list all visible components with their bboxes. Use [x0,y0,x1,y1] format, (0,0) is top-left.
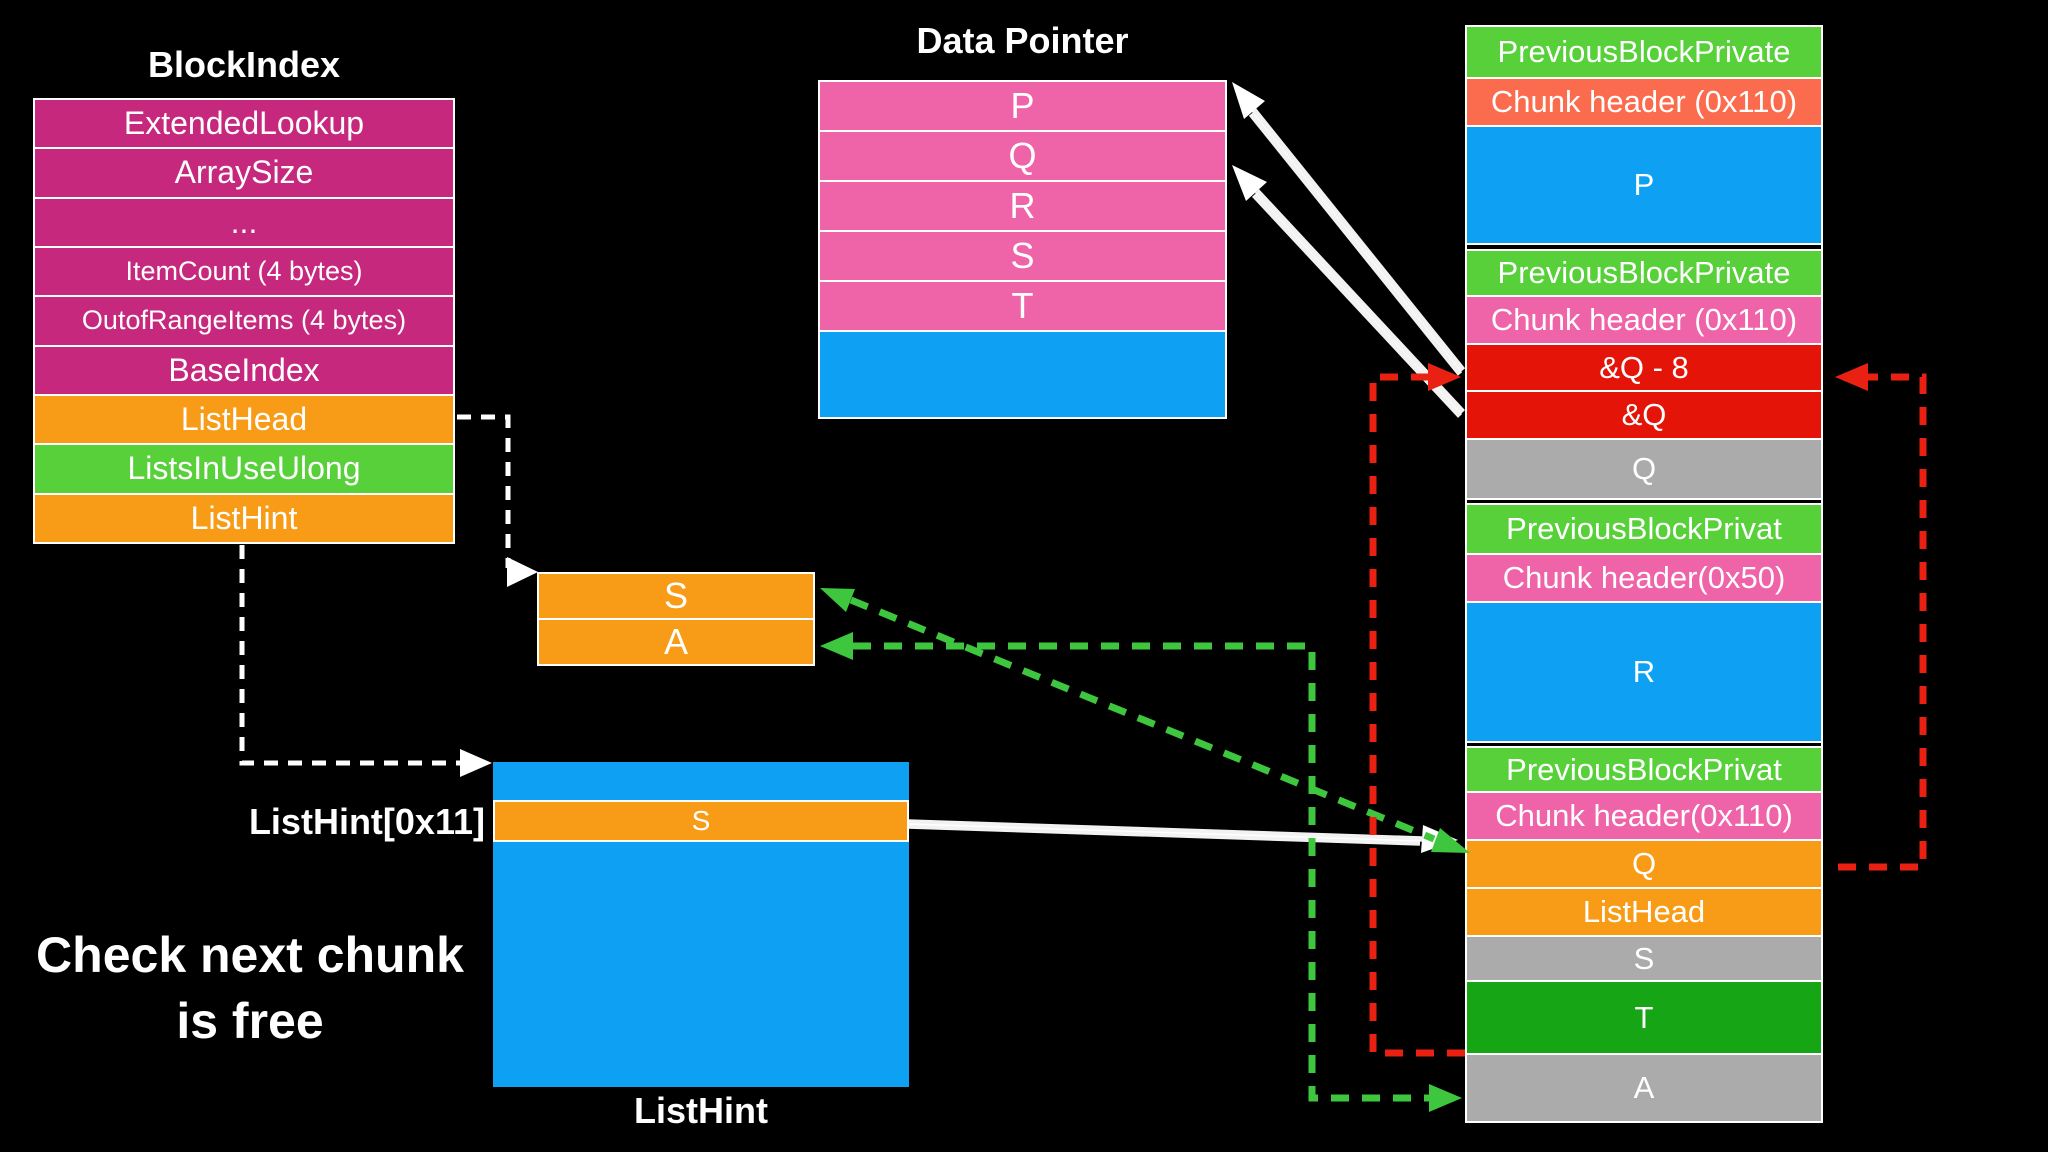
annotation-line-2: is free [176,993,324,1049]
blockindex-row-listhint: ListHint [35,494,453,542]
heap-chunk-row-t: T [1467,982,1821,1055]
heap-chunk-row-chunk-header-0x110-: Chunk header (0x110) [1467,297,1821,345]
heap-chunk-row-previousblockprivat: PreviousBlockPrivat [1467,503,1821,555]
listhint-caption: ListHint [634,1090,768,1131]
listhint-slot-s: S [493,800,909,842]
freelist-row-s: S [539,574,813,620]
heap-chunk-row-p: P [1467,127,1821,245]
data-pointer-row-p: P [820,82,1225,132]
blockindex-row--: ... [35,198,453,248]
arrow-qminus8-to-p-pointer [1232,82,1466,376]
freelist-row-a: A [539,620,813,664]
annotation-text: Check next chunk is free [10,922,490,1054]
blockindex-row-outofrangeitems-4-bytes-: OutofRangeItems (4 bytes) [35,297,453,347]
arrow-slot-s-to-heap-q [907,819,1458,853]
heap-chunk-row-q: Q [1467,841,1821,889]
heap-chunk-row--q-8: &Q - 8 [1467,345,1821,392]
heap-chunk-row-r: R [1467,603,1821,743]
heap-chunk-row-a: A [1467,1055,1821,1121]
heap-chunk-row-previousblockprivate: PreviousBlockPrivate [1467,249,1821,297]
data-pointer-title: Data Pointer [916,20,1129,61]
heap-chunk-row-chunk-header-0x110-: Chunk header(0x110) [1467,793,1821,841]
arrow-green-s-to-heap-q [820,588,1470,853]
heap-chunk-row-chunk-header-0x50-: Chunk header(0x50) [1467,555,1821,603]
data-pointer-row-s: S [820,232,1225,282]
heap-chunk-row-previousblockprivat: PreviousBlockPrivat [1467,746,1821,793]
blockindex-row-listhead: ListHead [35,395,453,446]
arrow-ampq-to-q-pointer [1232,165,1466,418]
heap-chunk-row-q: Q [1467,440,1821,500]
heap-chunk-row-previousblockprivate: PreviousBlockPrivate [1467,27,1821,79]
arrow-red-left-to-qminus8 [1369,363,1465,1057]
blockindex-row-itemcount-4-bytes-: ItemCount (4 bytes) [35,247,453,298]
heap-chunk-row-listhead: ListHead [1467,889,1821,937]
arrow-listhead-to-sa-table [457,414,538,587]
arrow-green-a-to-heap-a [820,632,1462,1112]
listhint-index-label: ListHint[0x11] [248,801,485,842]
heap-chunk-row-s: S [1467,937,1821,982]
blockindex-row-arraysize: ArraySize [35,149,453,199]
data-pointer-row-r: R [820,182,1225,232]
blockindex-row-listsinuseulong: ListsInUseUlong [35,445,453,495]
heap-chunk-row-chunk-header-0x110-: Chunk header (0x110) [1467,79,1821,127]
heap-chunk-row--q: &Q [1467,392,1821,440]
annotation-line-1: Check next chunk [36,927,464,983]
data-pointer-row-t: T [820,282,1225,332]
data-pointer-row-q: Q [820,132,1225,182]
arrow-listhint-to-listhint-block [239,545,492,777]
blockindex-title: BlockIndex [147,44,341,85]
blockindex-row-baseindex: BaseIndex [35,346,453,396]
listhint-block: S [493,762,909,1087]
blockindex-row-extendedlookup: ExtendedLookup [35,100,453,150]
arrow-red-right-to-qminus8 [1835,363,1927,871]
data-pointer-row-blank [820,332,1225,417]
